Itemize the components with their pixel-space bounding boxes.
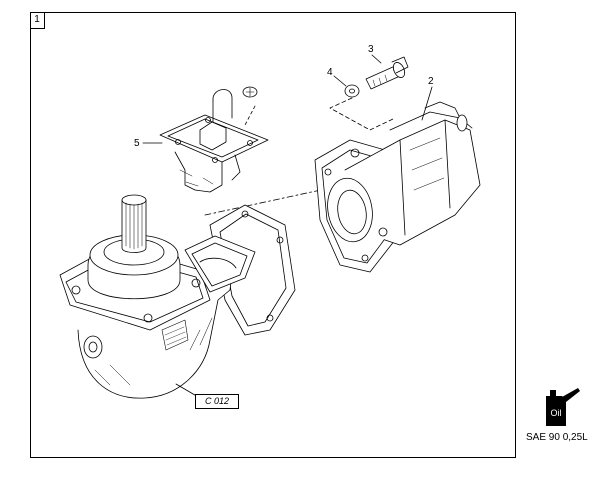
assembly-line [329,97,396,131]
callout-3: 3 [368,44,374,55]
oil-can-label: Oil [551,408,562,418]
assembly-line [244,105,256,126]
bracket-part-5 [159,89,269,193]
callout-4: 4 [327,67,333,78]
figure-number: 1 [30,12,45,29]
leader-4 [333,75,347,87]
leader-2 [421,86,433,121]
drawing-frame [30,12,516,458]
leader-3 [371,54,382,64]
pump-part-2 [314,101,481,273]
gearbox-housing [59,194,296,399]
callout-5: 5 [134,138,140,149]
callout-2: 2 [428,76,434,87]
lubricant-spec: SAE 90 0,25L [526,432,588,443]
oil-can-icon: Oil [546,388,580,426]
reference-label: C 012 [195,394,239,409]
assembly-line [204,187,331,216]
screw-small [242,86,258,98]
bolt-part-3 [365,56,409,90]
washer-part-4 [344,84,360,98]
